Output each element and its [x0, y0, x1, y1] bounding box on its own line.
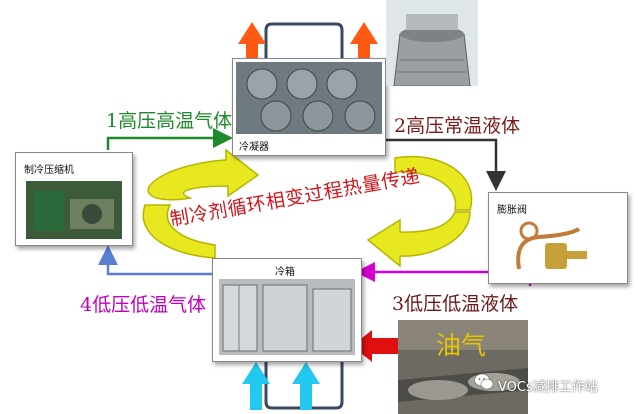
cold-box-card: 冷箱 — [212, 258, 362, 362]
condenser-card: 冷凝器 — [232, 58, 386, 156]
expansion-valve-card: 膨胀阀 — [488, 192, 628, 284]
oil-gas-label: 油气 — [436, 326, 486, 362]
condenser-label: 冷凝器 — [239, 138, 269, 153]
compressor-image — [26, 181, 122, 239]
cold-box-image — [219, 279, 355, 355]
wechat-icon — [474, 373, 494, 390]
compressor-card: 制冷压缩机 — [15, 152, 133, 246]
expansion-valve-image — [509, 219, 599, 279]
condenser-top-loop — [266, 24, 342, 58]
swirl-arrow-lower — [368, 212, 470, 266]
flow-label-1: 1高压高温气体 — [106, 106, 232, 133]
cooling-tower-image — [386, 0, 478, 86]
condenser-image — [236, 62, 382, 134]
compressor-label: 制冷压缩机 — [24, 161, 74, 176]
cold-arrow-right — [292, 362, 320, 410]
flow-line-1 — [108, 138, 228, 150]
expansion-valve-label: 膨胀阀 — [497, 201, 527, 216]
cold-box-label: 冷箱 — [275, 263, 295, 278]
flow-label-4: 4低压低温气体 — [80, 290, 206, 317]
flow-label-2: 2高压常温液体 — [394, 111, 520, 138]
watermark: VOCs减排工作站 — [498, 376, 598, 395]
flow-label-3: 3低压低温液体 — [392, 289, 518, 316]
